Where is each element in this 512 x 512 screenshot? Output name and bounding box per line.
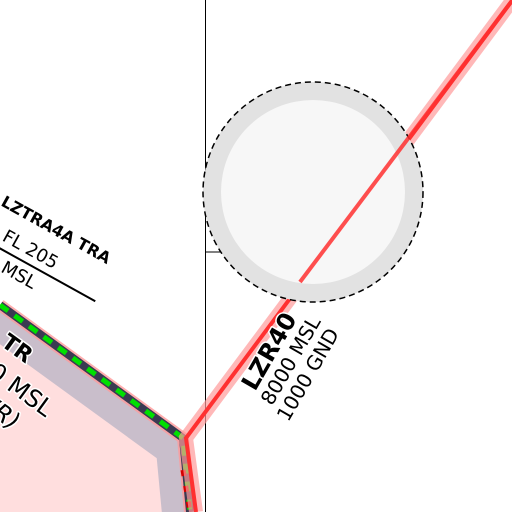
tra-limit-divider <box>0 232 96 303</box>
circular-zone-border <box>202 81 424 303</box>
lzr40-label: LZR40 8000 MSL 1000 GND <box>234 306 345 426</box>
tra-label: LZTRA4A TRA FL 205 000 MSL <box>0 190 116 303</box>
restricted-boundary-overlay <box>298 0 512 284</box>
ctr-inner-band <box>0 307 192 512</box>
circular-zone-fill <box>221 100 405 284</box>
circular-zone <box>202 81 424 303</box>
